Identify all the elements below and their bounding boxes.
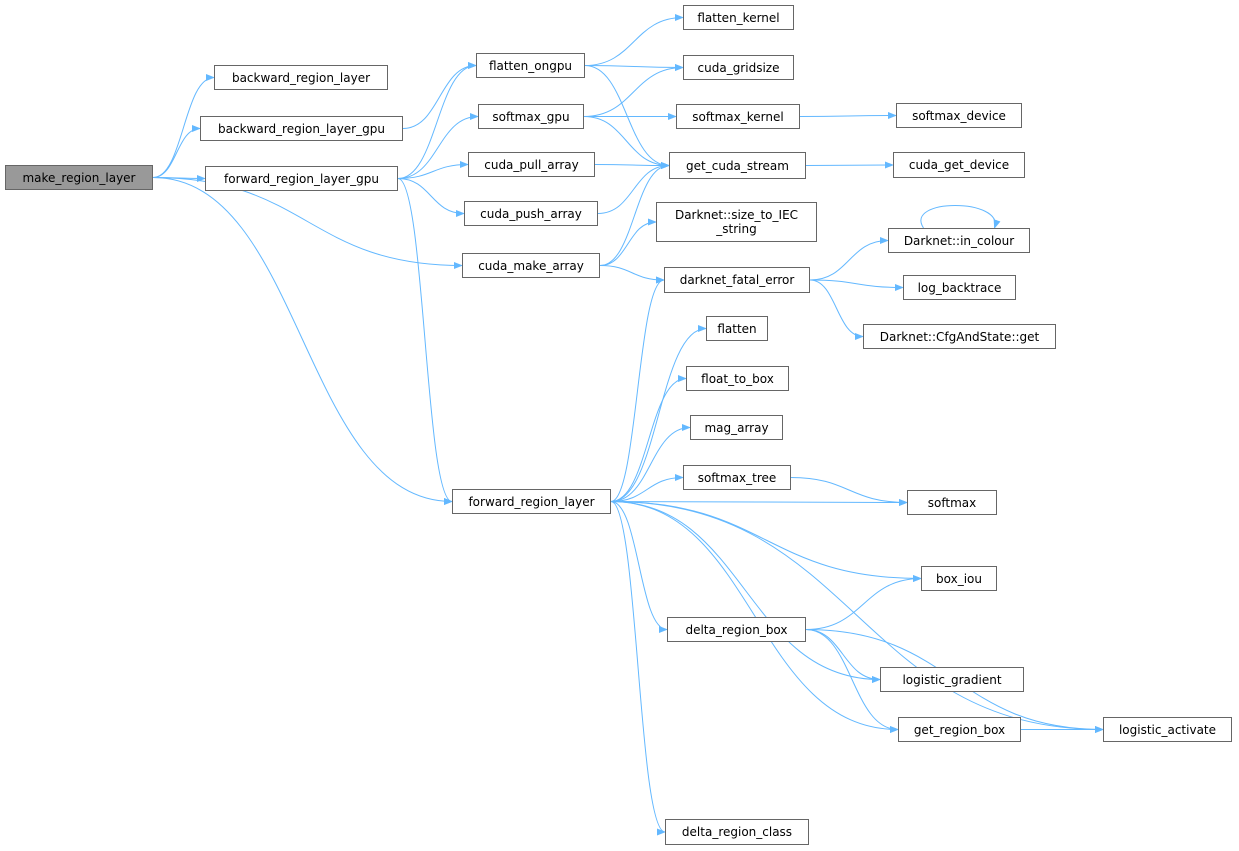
edge-forward_region_layer-to-delta_region_class — [610, 501, 666, 836]
node-cfg-get[interactable]: Darknet::CfgAndState::get — [863, 324, 1056, 349]
edge-flatten_ongpu-to-flatten_kernel — [584, 13, 684, 66]
edge-in_colour-to-in_colour — [920, 205, 1001, 229]
edge-forward_region_layer_gpu-to-flatten_ongpu — [397, 61, 477, 179]
node-mag-array[interactable]: mag_array — [690, 415, 783, 440]
node-get-cuda-stream[interactable]: get_cuda_stream — [669, 152, 806, 179]
node-softmax-kernel[interactable]: softmax_kernel — [676, 104, 800, 129]
edge-softmax_kernel-to-softmax_device — [799, 111, 897, 120]
edge-forward_region_layer-to-float_to_box — [610, 374, 687, 502]
edge-cuda_push_array-to-get_cuda_stream — [597, 161, 670, 214]
node-flatten-kernel[interactable]: flatten_kernel — [683, 5, 794, 30]
edge-cuda_make_array-to-darknet_fatal_error — [599, 265, 665, 284]
node-cuda-pull-array[interactable]: cuda_pull_array — [468, 152, 595, 177]
edge-forward_region_layer_gpu-to-softmax_gpu — [397, 112, 479, 179]
edge-darknet_fatal_error-to-cfg_get — [809, 279, 864, 341]
edge-make_region_layer-to-backward_region_layer — [152, 73, 215, 178]
edge-forward_region_layer-to-darknet_fatal_error — [610, 276, 665, 502]
node-softmax-tree[interactable]: softmax_tree — [683, 465, 791, 490]
node-cuda-get-device[interactable]: cuda_get_device — [893, 152, 1025, 178]
node-darknet-fatal-error[interactable]: darknet_fatal_error — [664, 267, 810, 293]
node-cuda-gridsize[interactable]: cuda_gridsize — [683, 55, 794, 80]
node-cuda-make-array[interactable]: cuda_make_array — [462, 253, 600, 278]
node-in-colour[interactable]: Darknet::in_colour — [888, 228, 1030, 253]
node-delta-region-box[interactable]: delta_region_box — [667, 617, 806, 642]
edge-forward_region_layer_gpu-to-cuda_pull_array — [397, 160, 469, 179]
node-flatten-ongpu[interactable]: flatten_ongpu — [476, 53, 585, 78]
node-backward-region-layer[interactable]: backward_region_layer — [214, 65, 388, 90]
edge-make_region_layer-to-backward_region_layer_gpu — [152, 124, 201, 178]
edge-flatten_ongpu-to-get_cuda_stream — [584, 65, 670, 170]
edge-softmax_gpu-to-get_cuda_stream — [583, 116, 670, 170]
node-cuda-push-array[interactable]: cuda_push_array — [464, 201, 598, 226]
node-logistic-activate[interactable]: logistic_activate — [1103, 717, 1232, 742]
edge-forward_region_layer-to-box_iou — [610, 501, 922, 583]
node-logistic-gradient[interactable]: logistic_gradient — [880, 667, 1024, 692]
edge-darknet_fatal_error-to-log_backtrace — [809, 279, 904, 292]
edge-backward_region_layer_gpu-to-flatten_ongpu — [402, 61, 477, 129]
node-log-backtrace[interactable]: log_backtrace — [903, 275, 1016, 300]
edge-softmax_gpu-to-cuda_gridsize — [583, 63, 684, 117]
node-get-region-box[interactable]: get_region_box — [898, 717, 1021, 742]
edge-softmax_tree-to-softmax — [790, 477, 908, 507]
edge-forward_region_layer-to-softmax — [610, 498, 908, 507]
edge-forward_region_layer-to-get_region_box — [610, 501, 899, 734]
node-box-iou[interactable]: box_iou — [921, 566, 997, 591]
edge-darknet_fatal_error-to-in_colour — [809, 236, 889, 281]
node-forward-region-layer[interactable]: forward_region_layer — [452, 489, 611, 514]
edge-forward_region_layer-to-logistic_activate — [610, 501, 1104, 734]
node-delta-region-class[interactable]: delta_region_class — [665, 819, 809, 845]
edge-cuda_pull_array-to-get_cuda_stream — [594, 161, 670, 170]
edge-cuda_make_array-to-get_cuda_stream — [599, 161, 670, 266]
edge-forward_region_layer-to-mag_array — [610, 423, 691, 502]
edge-forward_region_layer-to-flatten — [610, 324, 707, 502]
node-softmax-device[interactable]: softmax_device — [896, 103, 1022, 128]
node-backward-region-layer-gpu[interactable]: backward_region_layer_gpu — [200, 116, 403, 141]
node-size-to-IEC-string[interactable]: Darknet::size_to_IEC _string — [656, 202, 817, 242]
edge-get_cuda_stream-to-cuda_get_device — [805, 161, 894, 169]
node-softmax-gpu[interactable]: softmax_gpu — [478, 104, 584, 129]
edge-forward_region_layer_gpu-to-cuda_push_array — [397, 178, 465, 218]
edge-forward_region_layer-to-delta_region_box — [610, 501, 668, 634]
node-make-region-layer[interactable]: make_region_layer — [5, 165, 153, 190]
edge-cuda_make_array-to-size_to_IEC_string — [599, 218, 657, 266]
node-flatten[interactable]: flatten — [706, 316, 768, 341]
edge-forward_region_layer-to-softmax_tree — [610, 473, 684, 502]
node-forward-region-layer-gpu[interactable]: forward_region_layer_gpu — [205, 166, 398, 191]
edge-delta_region_box-to-box_iou — [805, 574, 922, 630]
edge-make_region_layer-to-forward_region_layer — [152, 177, 453, 506]
node-float-to-box[interactable]: float_to_box — [686, 366, 789, 391]
edge-flatten_ongpu-to-cuda_gridsize — [584, 63, 684, 72]
edge-forward_region_layer_gpu-to-forward_region_layer — [397, 178, 453, 506]
edge-delta_region_box-to-get_region_box — [805, 629, 899, 734]
edge-forward_region_layer-to-logistic_gradient — [610, 501, 881, 684]
node-softmax[interactable]: softmax — [907, 490, 997, 515]
